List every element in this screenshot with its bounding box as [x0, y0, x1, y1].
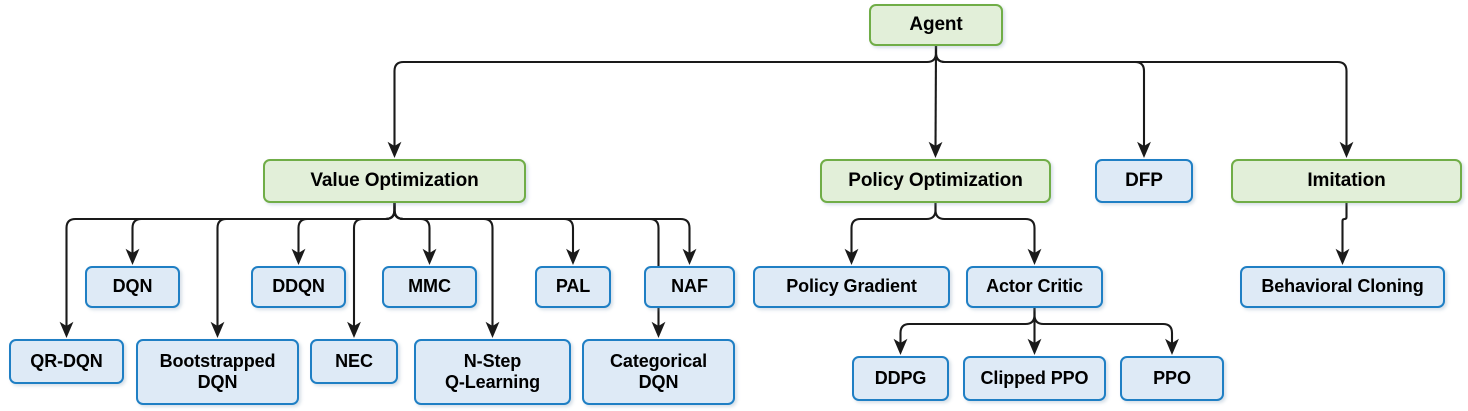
edge-policy-optimization-to-actor-critic — [934, 203, 1042, 265]
node-label: NAF — [671, 276, 708, 297]
node-label: PAL — [555, 276, 591, 297]
edge-agent-to-dfp — [934, 46, 1151, 158]
edge-policy-optimization-to-policy-gradient — [844, 203, 937, 265]
node-label: PPO — [1153, 367, 1191, 388]
node-n-step-q-learning[interactable]: N-Step Q-Learning — [414, 339, 571, 405]
node-label: DFP — [1125, 169, 1163, 191]
node-ppo[interactable]: PPO — [1120, 356, 1224, 401]
node-agent[interactable]: Agent — [869, 4, 1003, 46]
node-imitation[interactable]: Imitation — [1231, 159, 1462, 203]
node-label: Actor Critic — [986, 276, 1083, 297]
node-label: DDQN — [272, 276, 325, 297]
node-label: Behavioral Cloning — [1261, 276, 1424, 297]
edge-value-optimization-to-mmc — [393, 203, 437, 265]
edge-agent-to-value-optimization — [387, 46, 938, 158]
node-label: Imitation — [1307, 169, 1386, 191]
node-policy-optimization[interactable]: Policy Optimization — [820, 159, 1051, 203]
edge-value-optimization-to-pal — [393, 203, 580, 265]
node-value-optimization[interactable]: Value Optimization — [263, 159, 526, 203]
node-ddqn[interactable]: DDQN — [251, 266, 346, 308]
node-label: MMC — [408, 276, 451, 297]
node-label: QR-DQN — [30, 350, 103, 371]
edge-agent-to-imitation — [934, 46, 1354, 158]
node-label: Agent — [909, 13, 963, 35]
node-label: DDPG — [874, 367, 927, 388]
node-mmc[interactable]: MMC — [382, 266, 477, 308]
node-label: Policy Optimization — [848, 169, 1023, 191]
node-label: Bootstrapped DQN — [159, 350, 276, 392]
node-label: NEC — [335, 350, 373, 371]
node-dqn[interactable]: DQN — [85, 266, 180, 308]
node-clipped-ppo[interactable]: Clipped PPO — [963, 356, 1106, 401]
edge-imitation-to-behavioral-cloning — [1335, 203, 1350, 265]
node-behavioral-cloning[interactable]: Behavioral Cloning — [1240, 266, 1445, 308]
node-actor-critic[interactable]: Actor Critic — [966, 266, 1103, 308]
edge-actor-critic-to-ppo — [1033, 308, 1179, 355]
node-categorical-dqn[interactable]: Categorical DQN — [582, 339, 735, 405]
node-label: Value Optimization — [310, 169, 479, 191]
edge-value-optimization-to-dqn — [125, 203, 396, 265]
edge-agent-to-policy-optimization — [928, 45, 943, 158]
node-dfp[interactable]: DFP — [1095, 159, 1193, 203]
node-label: N-Step Q-Learning — [444, 350, 540, 392]
node-naf[interactable]: NAF — [644, 266, 735, 308]
node-label: Categorical DQN — [610, 350, 707, 392]
node-policy-gradient[interactable]: Policy Gradient — [753, 266, 950, 308]
node-nec[interactable]: NEC — [310, 339, 398, 384]
node-ddpg[interactable]: DDPG — [852, 356, 949, 401]
edge-value-optimization-to-naf — [393, 203, 697, 265]
node-qr-dqn[interactable]: QR-DQN — [9, 339, 124, 384]
node-bootstrapped-dqn[interactable]: Bootstrapped DQN — [136, 339, 299, 405]
node-label: DQN — [112, 276, 153, 297]
edge-value-optimization-to-ddqn — [291, 203, 396, 265]
node-label: Clipped PPO — [980, 367, 1089, 388]
node-pal[interactable]: PAL — [535, 266, 611, 308]
edge-actor-critic-to-ddpg — [893, 308, 1036, 355]
node-label: Policy Gradient — [786, 276, 917, 297]
